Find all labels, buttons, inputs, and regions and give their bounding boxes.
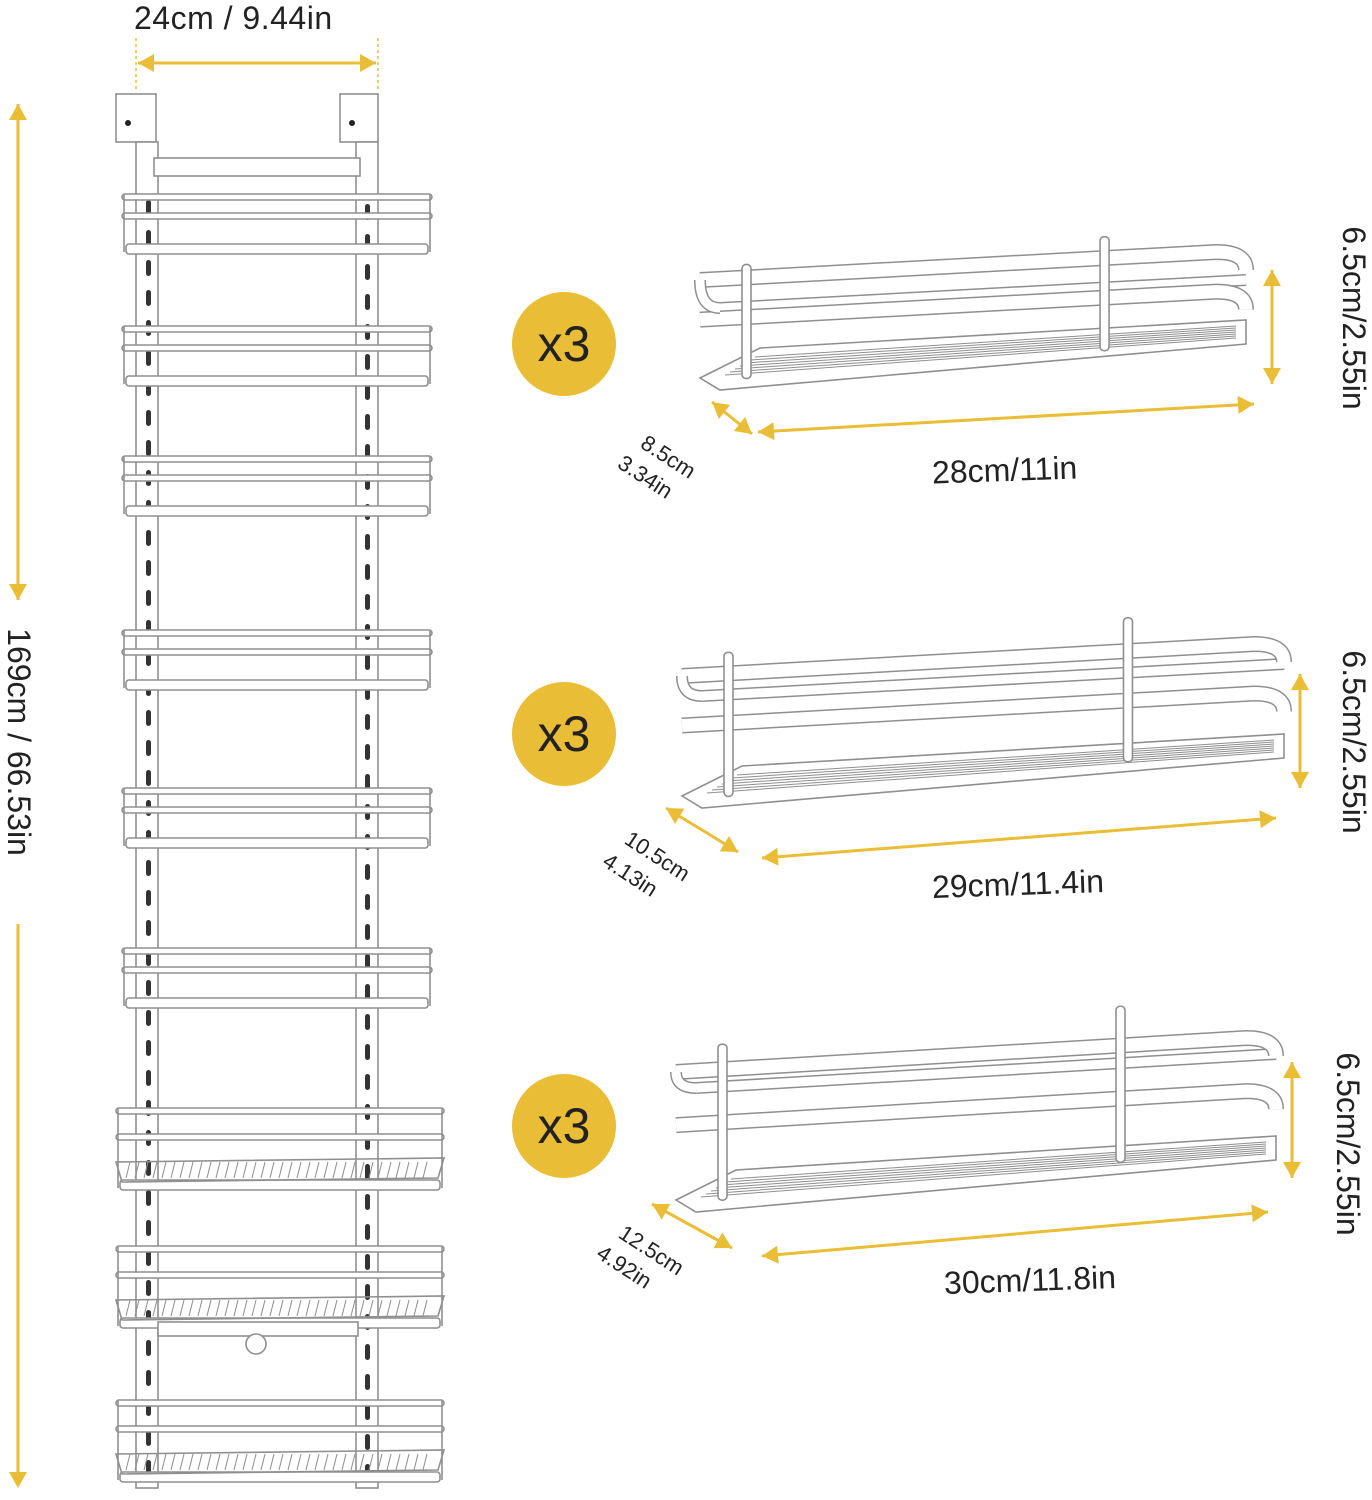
- upright-slot: [146, 410, 151, 426]
- upright-slot: [365, 924, 370, 940]
- upright-slot: [365, 654, 370, 670]
- upright-slot: [365, 1014, 370, 1030]
- basket-2-length-label: 29cm/11.4in: [931, 863, 1105, 905]
- upright-slot: [365, 384, 370, 400]
- upright-slot: [365, 744, 370, 760]
- upright-slot: [365, 1344, 370, 1360]
- upright-slot: [146, 1280, 151, 1296]
- upright-slot: [365, 714, 370, 730]
- upright-slot: [365, 1374, 370, 1390]
- upright-slot: [365, 1224, 370, 1240]
- rack-basket: [114, 1399, 446, 1483]
- upright-slot: [146, 1250, 151, 1266]
- upright-slot: [365, 1044, 370, 1060]
- rack-basket: [121, 325, 433, 387]
- top-crossbar: [153, 157, 361, 177]
- basket-3-height-label: 6.5cm/2.55in: [1330, 1052, 1366, 1236]
- left-hook: [115, 93, 157, 143]
- upright-slot: [365, 534, 370, 550]
- upright-slot: [365, 1434, 370, 1450]
- upright-slot: [146, 920, 151, 936]
- basket-3-length-label: 30cm/11.8in: [943, 1259, 1117, 1301]
- basket-2-illustration: [676, 616, 1292, 809]
- upright-slot: [365, 594, 370, 610]
- upright-slot: [146, 770, 151, 786]
- upright-slot: [146, 260, 151, 276]
- upright-slot: [365, 984, 370, 1000]
- basket-1-illustration: [694, 235, 1254, 391]
- upright-slot: [365, 294, 370, 310]
- rack-height-arrowhead: [9, 1472, 27, 1488]
- upright-slot: [365, 1074, 370, 1090]
- upright-slot: [365, 1404, 370, 1420]
- rack-basket: [121, 193, 433, 255]
- rack-basket: [121, 787, 433, 849]
- upright-slot: [365, 1194, 370, 1210]
- upright-slot: [146, 1070, 151, 1086]
- upright-slot: [365, 1254, 370, 1270]
- upright-slot: [146, 1220, 151, 1236]
- upright-slot: [146, 290, 151, 306]
- basket-3-depth-arrow: [651, 1202, 733, 1250]
- basket-2-height-label: 6.5cm/2.55in: [1336, 650, 1372, 834]
- basket-2-depth-arrow: [665, 806, 739, 854]
- basket-1-height-arrow: [1263, 270, 1281, 384]
- upright-slot: [146, 560, 151, 576]
- upright-slot: [365, 1164, 370, 1180]
- upright-slot: [146, 1340, 151, 1356]
- quantity-badge-3: x3: [512, 1074, 616, 1178]
- upright-slot: [146, 440, 151, 456]
- basket-1-height-label: 6.5cm/2.55in: [1336, 226, 1372, 410]
- upright-slot: [146, 740, 151, 756]
- upright-slot: [365, 894, 370, 910]
- upright-slot: [365, 954, 370, 970]
- rack-basket: [121, 947, 433, 1009]
- upright-slot: [146, 1010, 151, 1026]
- upright-slot: [146, 1430, 151, 1446]
- upright-slot: [146, 1370, 151, 1386]
- upright-slot: [146, 530, 151, 546]
- upright-slot: [146, 980, 151, 996]
- rack-basket: [121, 629, 433, 691]
- rack-width-arrow: [138, 54, 376, 72]
- upright-slot: [146, 590, 151, 606]
- suction-cup: [245, 1333, 267, 1355]
- rack-width-label: 24cm / 9.44in: [134, 0, 333, 36]
- basket-3-height-arrow: [1283, 1062, 1301, 1178]
- upright-slot: [146, 200, 151, 216]
- upright-slot: [146, 1190, 151, 1206]
- quantity-badge-2: x3: [512, 682, 616, 786]
- upright-slot: [365, 414, 370, 430]
- quantity-badge-1: x3: [512, 292, 616, 396]
- upright-slot: [146, 710, 151, 726]
- upright-slot: [146, 1040, 151, 1056]
- basket-2-height-arrow: [1291, 674, 1309, 788]
- basket-3-illustration: [670, 1005, 1284, 1213]
- upright-slot: [365, 864, 370, 880]
- basket-1-length-label: 28cm/11in: [931, 449, 1078, 491]
- upright-slot: [365, 564, 370, 580]
- upright-slot: [365, 354, 370, 370]
- basket-1-length-arrow: [757, 395, 1255, 441]
- hook-hole: [349, 120, 355, 126]
- basket-2-length-arrow: [761, 810, 1277, 866]
- basket-3-length-arrow: [761, 1204, 1269, 1264]
- upright-slot: [146, 350, 151, 366]
- rack-basket: [121, 455, 433, 517]
- upright-slot: [146, 890, 151, 906]
- upright-slot: [365, 1284, 370, 1300]
- hook-hole: [125, 120, 131, 126]
- upright-slot: [365, 774, 370, 790]
- upright-slot: [146, 860, 151, 876]
- upright-slot: [146, 230, 151, 246]
- rack-basket: [114, 1107, 446, 1191]
- rack-height-arrow-top: [9, 104, 27, 600]
- upright-slot: [365, 264, 370, 280]
- basket-1-depth-arrow: [711, 400, 753, 436]
